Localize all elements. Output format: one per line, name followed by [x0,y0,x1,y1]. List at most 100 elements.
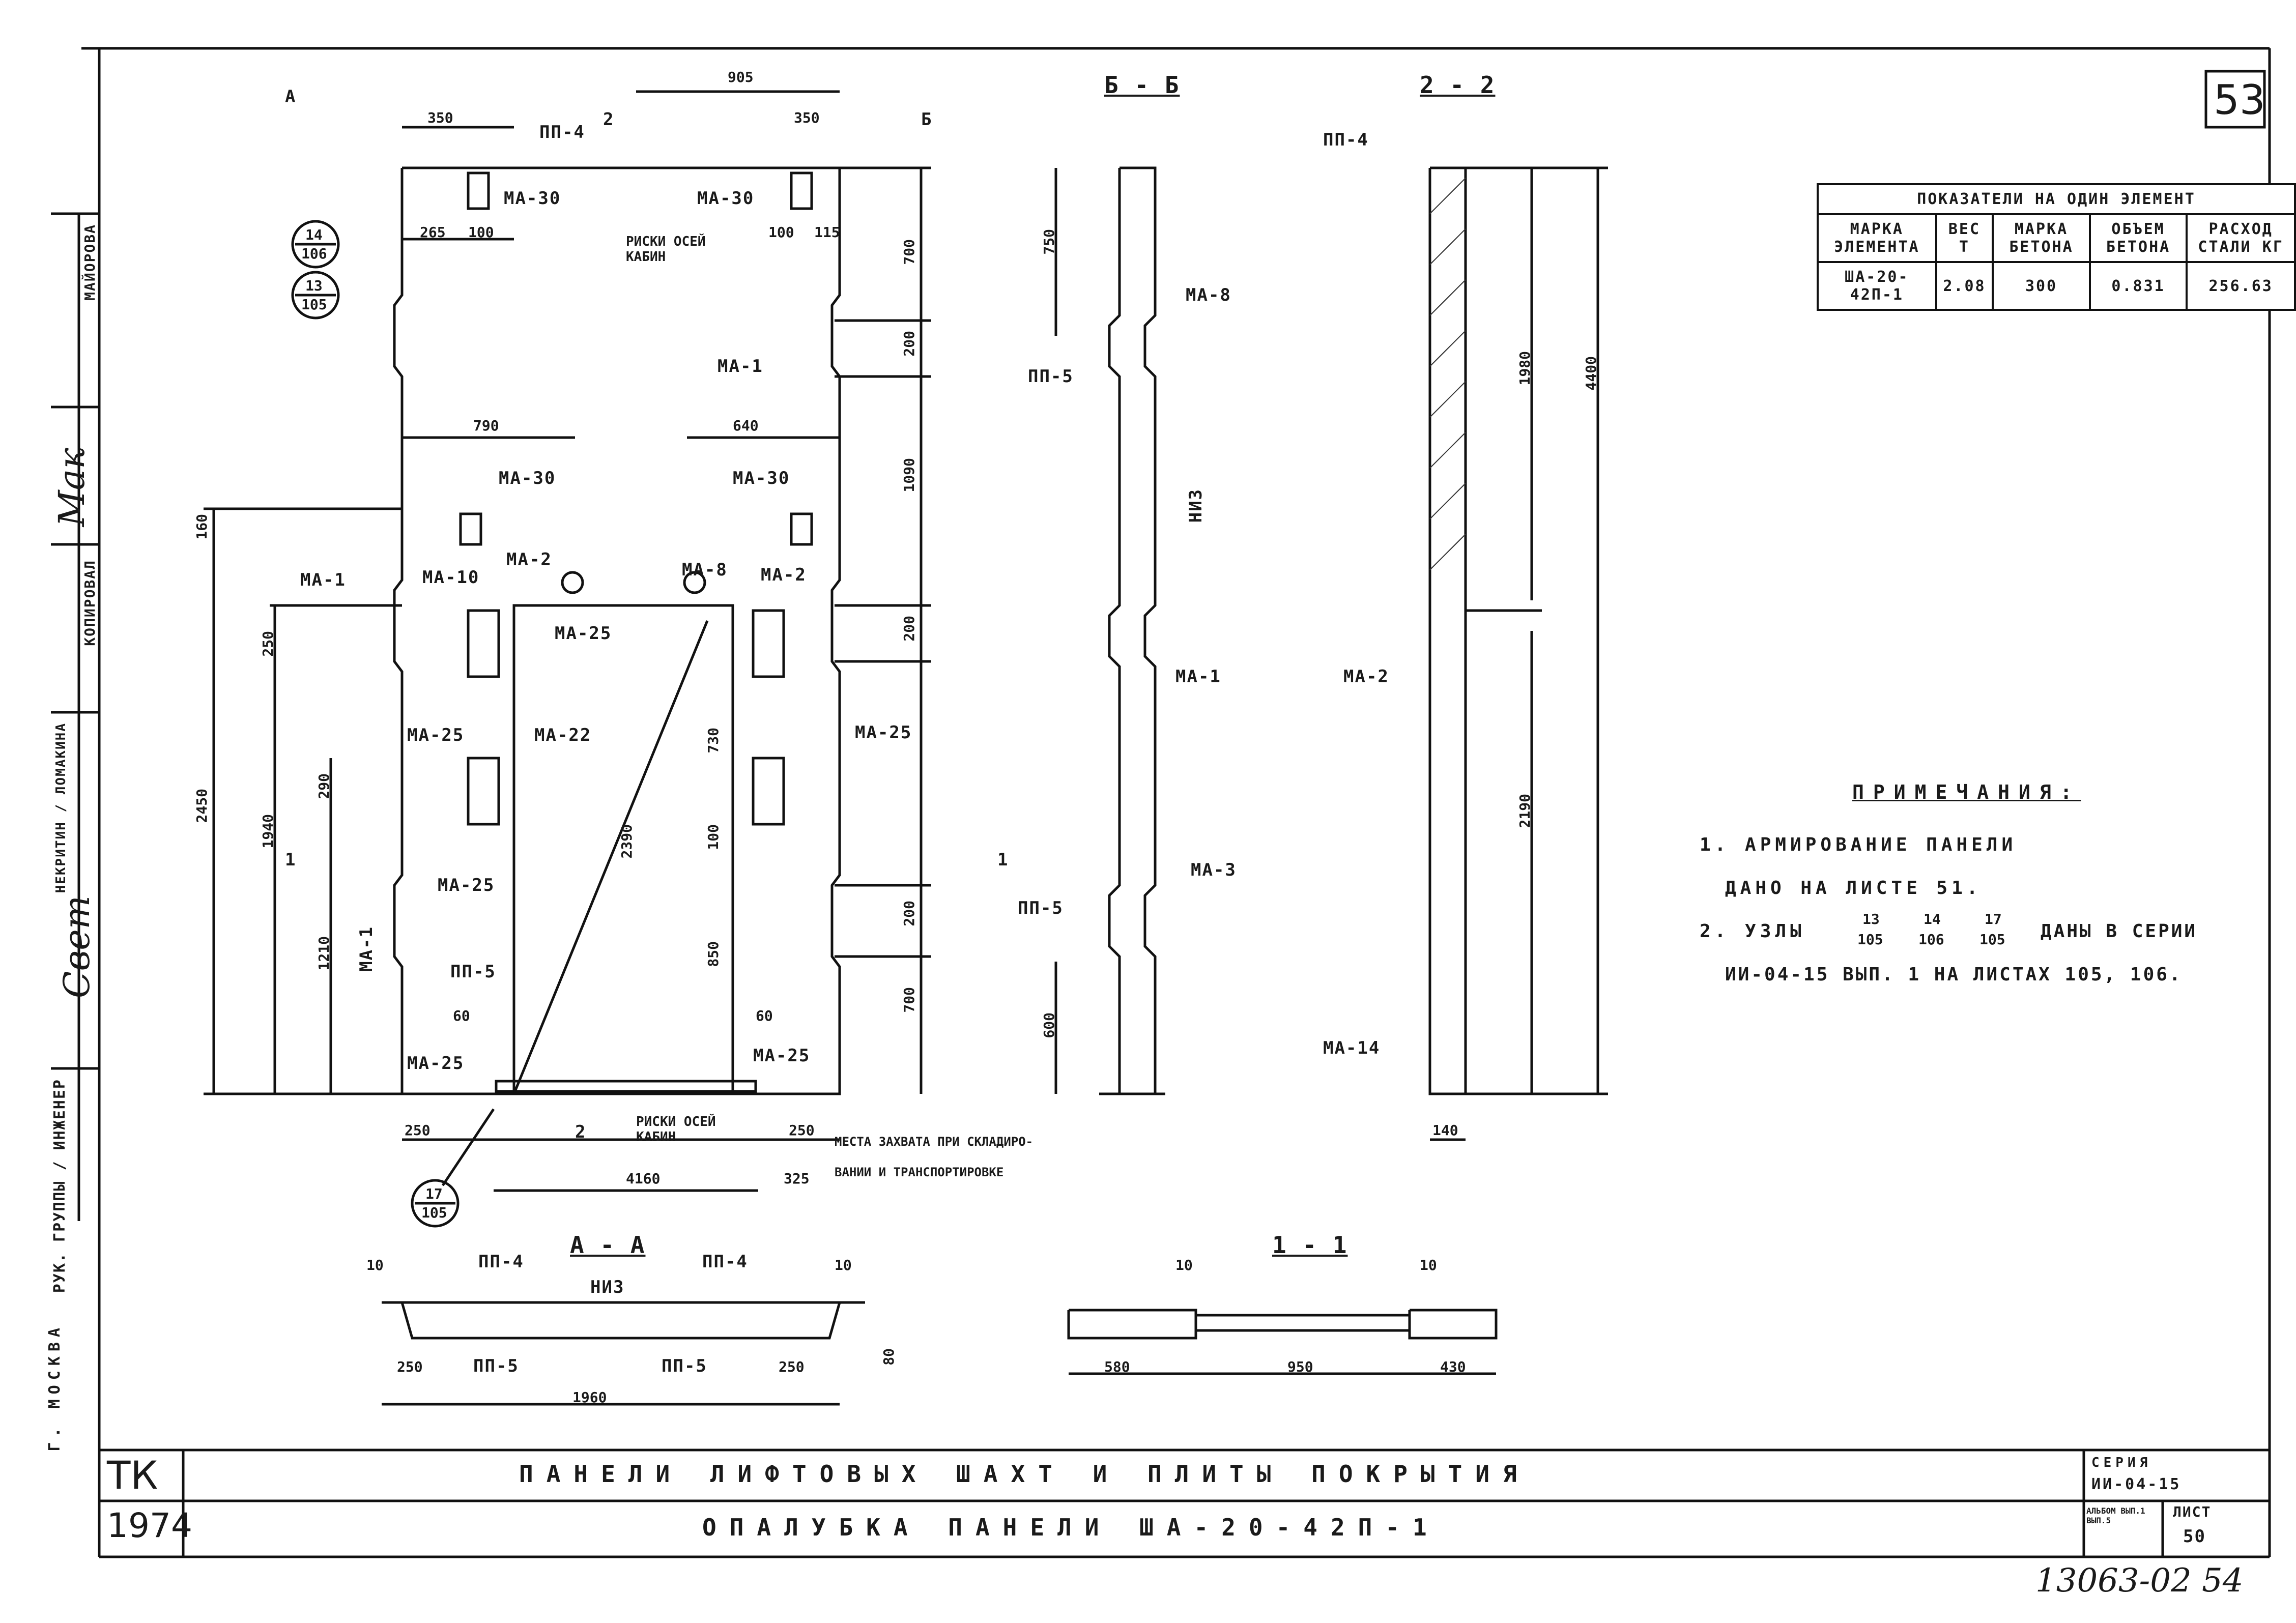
door-opening [512,604,734,1094]
table-header: МАРКА БЕТОНА [1992,213,2091,263]
dim-115: 115 [814,224,840,241]
dim-250-aa-left: 250 [397,1358,423,1375]
dim-1090: 1090 [901,458,917,492]
node-13-top: 13 [305,277,323,294]
dim-160: 160 [193,514,210,540]
label-ma8-bb: МА-8 [1186,285,1231,305]
notes-heading: ПРИМЕЧАНИЯ: [1852,781,2081,803]
dim-10-11-right: 10 [1420,1257,1437,1273]
notes-line-1: 1. АРМИРОВАНИЕ ПАНЕЛИ [1700,834,2017,855]
notes-line-3-prefix: 2. УЗЛЫ [1700,921,1805,942]
dim-950: 950 [1287,1358,1313,1375]
dim-640: 640 [733,417,759,434]
dim-350-left: 350 [427,109,453,126]
label-ma25-6: МА-25 [753,1046,811,1066]
notes-line-4: ИИ-04-15 ВЫП. 1 НА ЛИСТАХ 105, 106. [1725,964,2183,985]
dim-60-right: 60 [756,1007,773,1024]
label-ma25-1: МА-25 [555,623,612,644]
table-cell: 300 [1992,261,2091,311]
label-ma30-2: МА-30 [697,188,755,209]
label-ma1-lower: МА-1 [356,926,377,972]
dim-4400: 4400 [1583,356,1599,391]
node-13-bottom: 105 [301,296,327,313]
strip-checker: НЕКРИТИН / ЛОМАКИНА [53,722,69,893]
dim-10-aa-right: 10 [835,1257,852,1273]
dim-140: 140 [1432,1122,1458,1139]
sheet-number: 53 [2214,76,2265,124]
section-11-middle [1194,1314,1411,1332]
plate-ma30-1 [467,171,490,210]
loop-1 [561,571,584,594]
dim-60-left: 60 [453,1007,470,1024]
label-ma1-top: МА-1 [718,356,763,376]
dim-100-right: 100 [768,224,794,241]
node-circle-17 [411,1179,460,1228]
label-pp4-aa-1: ПП-4 [478,1252,524,1272]
section-marker-a: А [285,86,297,107]
label-ma25-2: МА-25 [407,725,465,745]
dim-80: 80 [880,1348,897,1366]
dim-325: 325 [784,1170,810,1187]
label-niz-bb: НИЗ [1186,488,1206,523]
section-aa-outline [400,1301,842,1340]
label-ma1-bb: МА-1 [1175,666,1221,687]
plate-ma30-2 [790,171,813,210]
strip-copied: КОПИРОВАЛ [81,560,98,646]
dim-200-c: 200 [901,901,917,926]
section-marker-2: 2 [603,109,615,130]
plate-ma25-2 [752,757,785,826]
strip-name: МАЙОРОВА [81,224,98,301]
table-cell: 0.831 [2088,261,2188,311]
dim-2190: 2190 [1516,794,1533,828]
dim-2450: 2450 [193,789,210,823]
lift-note-2: ВАНИИ И ТРАНСПОРТИРОВКЕ [835,1165,1004,1179]
dim-1940: 1940 [260,814,276,849]
note-node-105: 105 [1857,931,1883,948]
note-node-105b: 105 [1979,931,2005,948]
note-node-13: 13 [1862,911,1880,928]
label-ma8: МА-8 [682,560,728,580]
dim-580: 580 [1104,1358,1130,1375]
node-17-top: 17 [425,1185,443,1202]
label-pp4-aa-2: ПП-4 [702,1252,748,1272]
series-value: ИИ-04-15 [2091,1475,2182,1493]
dim-430: 430 [1440,1358,1466,1375]
signature-2: Свет [56,895,98,999]
label-pp5-bb: ПП-5 [1028,366,1074,387]
node-17-bottom: 105 [421,1204,447,1221]
label-ma25-5: МА-25 [407,1053,465,1074]
node-14-bottom: 106 [301,245,327,262]
signature-1: Мак [51,448,93,527]
label-ma25-3: МА-25 [855,722,912,743]
table-header: ОБЪЕМ БЕТОНА [2088,213,2188,263]
lift-note-1: МЕСТА ЗАХВАТА ПРИ СКЛАДИРО- [835,1135,1034,1149]
stamp-number: 13063-02 54 [2035,1562,2244,1600]
sheet-value: 50 [2183,1526,2206,1547]
label-pp5-aa-2: ПП-5 [662,1356,707,1376]
note-node-17: 17 [1985,911,2002,928]
dim-250-bottom-right: 250 [789,1122,815,1139]
label-pp5-aa-1: ПП-5 [473,1356,519,1376]
label-ma2-right: МА-2 [761,565,807,585]
title-org: ТК [107,1453,158,1498]
label-pp5-bb-2: ПП-5 [1018,898,1064,918]
strip-engineer: РУК. ГРУППЫ / ИНЖЕНЕР [51,1079,69,1293]
sheet-number-box [2204,70,2266,129]
label-ma14-22: МА-14 [1323,1038,1381,1058]
node-14-top: 14 [305,226,323,243]
table-cell: 2.08 [1935,261,1994,311]
plate-ma30-3 [459,512,482,546]
dim-905: 905 [728,69,754,85]
note-node-14: 14 [1924,911,1941,928]
dim-1960: 1960 [572,1389,607,1406]
note-node-106: 106 [1918,931,1944,948]
table-title: ПОКАЗАТЕЛИ НА ОДИН ЭЛЕМЕНТ [1817,183,2296,215]
section-marker-b: Б [921,109,933,130]
notes-line-3-suffix: ДАНЫ В СЕРИИ [2041,921,2198,942]
section-marker-1-right: 1 [997,850,1009,870]
plate-ma10-1 [467,609,500,678]
label-pp5: ПП-5 [450,962,496,982]
section-22-hatching [1429,178,1466,570]
section-bb-outline [1108,166,1157,1095]
